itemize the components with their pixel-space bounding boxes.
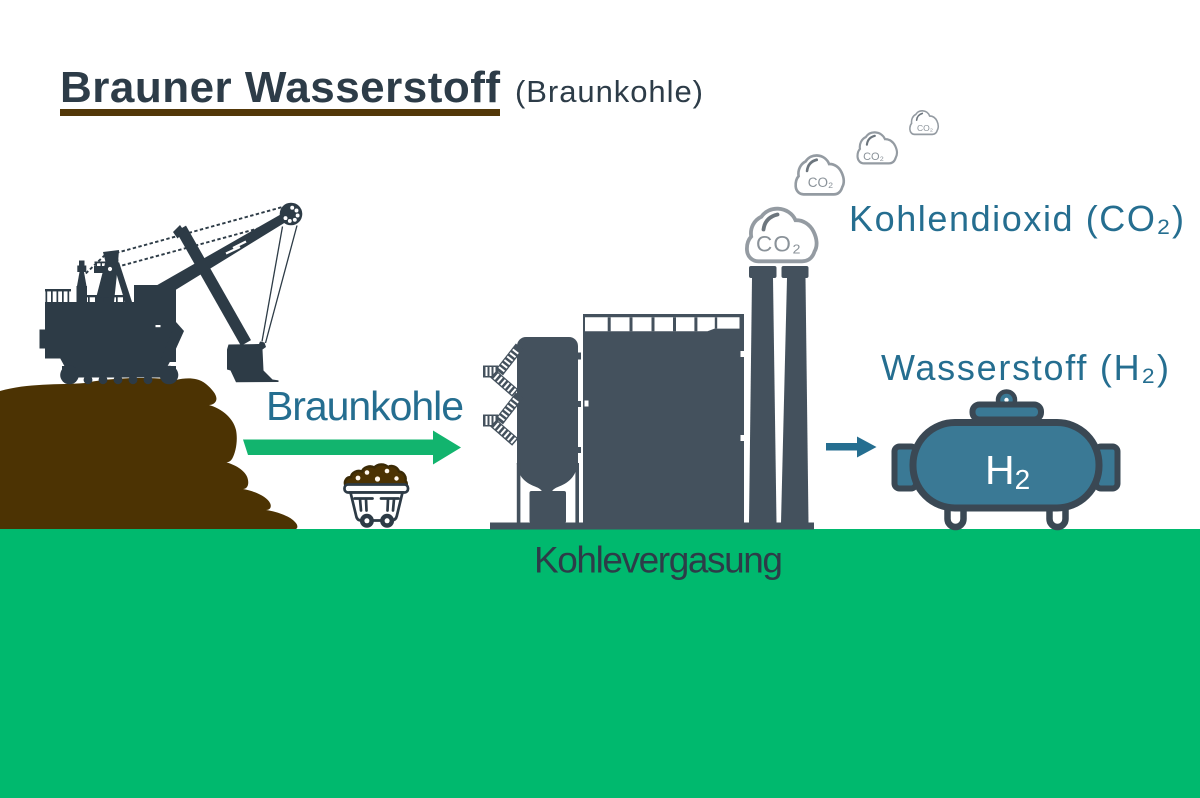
svg-text:Brauner Wasserstoff: Brauner Wasserstoff xyxy=(60,63,500,112)
svg-text:CO₂: CO₂ xyxy=(863,151,884,163)
svg-text:(Braunkohle): (Braunkohle) xyxy=(515,74,703,109)
svg-text:Wasserstoff (H₂): Wasserstoff (H₂) xyxy=(881,347,1169,388)
svg-text:CO₂: CO₂ xyxy=(808,175,834,190)
svg-text:CO₂: CO₂ xyxy=(756,232,802,257)
svg-text:Braunkohle: Braunkohle xyxy=(266,383,464,429)
svg-text:Kohlevergasung: Kohlevergasung xyxy=(534,540,783,581)
svg-text:CO₂: CO₂ xyxy=(917,123,933,133)
svg-text:Kohlendioxid (CO₂): Kohlendioxid (CO₂) xyxy=(849,198,1184,239)
